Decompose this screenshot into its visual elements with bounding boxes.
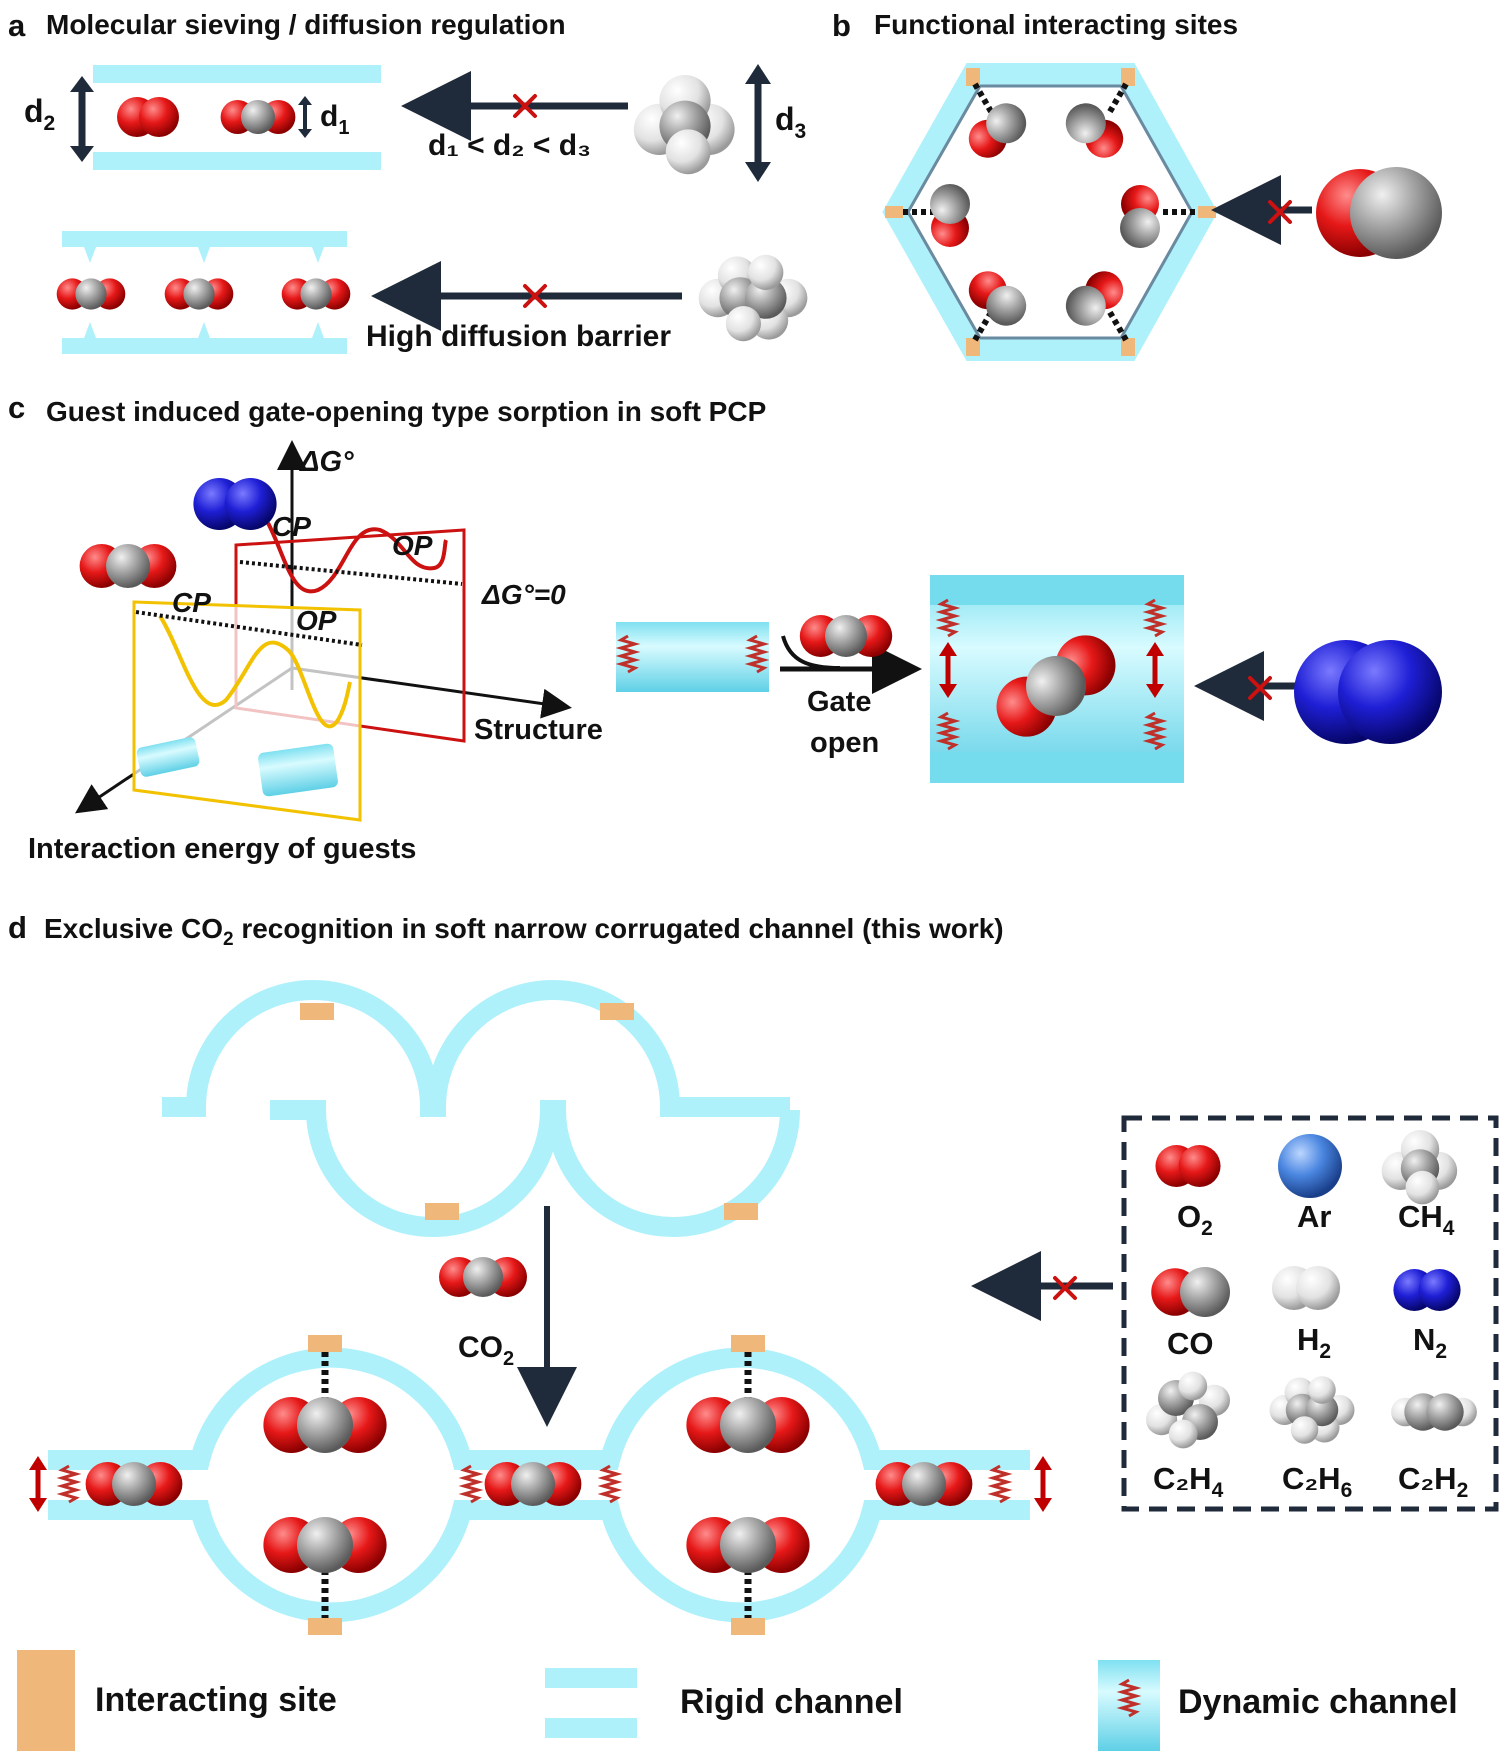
c2h4-molecule (1146, 1371, 1230, 1449)
gas-label-o2: O2 (1177, 1199, 1213, 1240)
o2-molecule (117, 97, 179, 137)
co2-molecule (85, 1462, 183, 1506)
spring-icon (60, 1464, 78, 1504)
axis-structure-label: Structure (474, 714, 603, 746)
co2-molecule (875, 1462, 973, 1506)
gas-label-h2: H2 (1297, 1322, 1331, 1363)
ch4-molecule (633, 75, 735, 175)
flex-arrow-icon (1034, 1456, 1052, 1512)
panel-d: d Exclusive CO2 recognition in soft narr… (8, 910, 1499, 1635)
co2-molecule (56, 278, 126, 310)
co2-molecule (79, 544, 177, 588)
co-molecule (1151, 1267, 1230, 1317)
legend-dynamic-channel: Dynamic channel (1178, 1683, 1458, 1721)
spring-icon (601, 1464, 619, 1504)
barrier-label: High diffusion barrier (366, 320, 671, 353)
rigid-corrugated-channel (162, 980, 800, 1237)
panel-a-letter: a (8, 8, 26, 43)
op-label: OP (296, 605, 337, 636)
gas-label-c2h4: C₂H4 (1153, 1461, 1224, 1502)
gas-label-ar: Ar (1297, 1199, 1331, 1234)
panel-c-letter: c (8, 390, 25, 425)
d3-label: d3 (775, 101, 806, 143)
co2-molecule (799, 615, 893, 657)
co2-molecule (263, 1517, 387, 1573)
panel-d-title: Exclusive CO2 recognition in soft narrow… (44, 913, 1004, 950)
gate-label: Gate (807, 686, 871, 718)
legend-interacting-site: Interacting site (95, 1681, 337, 1719)
interacting-site-swatch (17, 1650, 75, 1751)
dynamic-pocket-channel (48, 1347, 1030, 1623)
gas-labels: O2 Ar CH4 CO H2 N2 C₂H4 C₂H6 C₂H2 (1153, 1199, 1468, 1502)
n2-molecule (1393, 1269, 1461, 1311)
co-molecule (930, 184, 970, 247)
energy-curve-n2 (266, 522, 448, 594)
channel-wall-top (93, 65, 381, 83)
co2-molecule (686, 1517, 810, 1573)
o2-molecule (1155, 1145, 1221, 1187)
c2h6-molecule (698, 254, 808, 342)
c2h6-molecule (1269, 1376, 1355, 1444)
co2-molecule (164, 278, 234, 310)
axis-dg-label: ΔG° (299, 446, 354, 478)
panel-c: c Guest induced gate-opening type sorpti… (8, 390, 1442, 865)
c2h2-molecule (1391, 1393, 1477, 1431)
spring-icon (991, 1464, 1009, 1504)
gas-label-c2h2: C₂H2 (1398, 1461, 1468, 1502)
energy-curve-co2 (158, 614, 352, 729)
interacting-sites (300, 1003, 758, 1220)
co2-molecule (439, 1257, 527, 1297)
rigid-channel-swatch (545, 1668, 637, 1688)
dynamic-channel-swatch (1098, 1660, 1160, 1751)
co2-molecule (686, 1397, 810, 1453)
co-molecule (960, 95, 1035, 167)
excluded-gases-box (1121, 1115, 1499, 1512)
cp-label: CP (172, 587, 211, 618)
co-molecule (1057, 95, 1132, 167)
interacting-sites (308, 1335, 765, 1635)
panel-b: b Functional interacting sites (832, 8, 1442, 361)
cp-label: CP (272, 511, 311, 542)
gas-label-n2: N2 (1413, 1322, 1447, 1363)
ar-atom (1278, 1134, 1342, 1198)
n2-large-molecule (1294, 640, 1442, 744)
op-label: OP (392, 530, 433, 561)
panel-a: a Molecular sieving / diffusion regulati… (8, 8, 808, 354)
co-molecule (1120, 185, 1160, 248)
d2-label: d2 (24, 93, 55, 135)
co2-label: CO2 (458, 1331, 514, 1370)
channel-wall-bottom (93, 152, 381, 170)
closed-channel (616, 622, 769, 692)
dg-zero-label: ΔG°=0 (481, 579, 566, 610)
n2-molecule (193, 478, 277, 530)
closed-pore-tube (136, 737, 200, 777)
open-label: open (810, 727, 879, 759)
co2-molecule (220, 100, 296, 134)
flex-arrow-icon (29, 1456, 47, 1512)
co-large-molecule (1316, 167, 1442, 259)
ch4-molecule (1381, 1130, 1458, 1205)
open-pore-tube (258, 743, 338, 797)
co-molecule (1057, 262, 1132, 334)
corrugated-channel (62, 231, 347, 354)
axis-interaction-label: Interaction energy of guests (28, 833, 416, 865)
legend: Interacting site Rigid channel Dynamic c… (17, 1650, 1458, 1751)
gas-label-co: CO (1167, 1326, 1214, 1361)
gas-label-ch4: CH4 (1398, 1199, 1455, 1240)
spring-icon (462, 1464, 480, 1504)
inequality-label: d₁ < d₂ < d₃ (428, 129, 591, 162)
d1-label: d1 (320, 100, 349, 139)
panel-b-letter: b (832, 8, 851, 43)
h2-molecule (1271, 1266, 1341, 1310)
panel-d-letter: d (8, 910, 27, 945)
co2-molecule (281, 278, 351, 310)
panel-a-title: Molecular sieving / diffusion regulation (46, 9, 566, 40)
co2-molecule (263, 1397, 387, 1453)
co2-molecule (484, 1462, 582, 1506)
panel-c-title: Guest induced gate-opening type sorption… (46, 396, 766, 427)
panel-b-title: Functional interacting sites (874, 9, 1238, 40)
gas-label-c2h6: C₂H6 (1282, 1461, 1352, 1502)
legend-rigid-channel: Rigid channel (680, 1683, 903, 1721)
